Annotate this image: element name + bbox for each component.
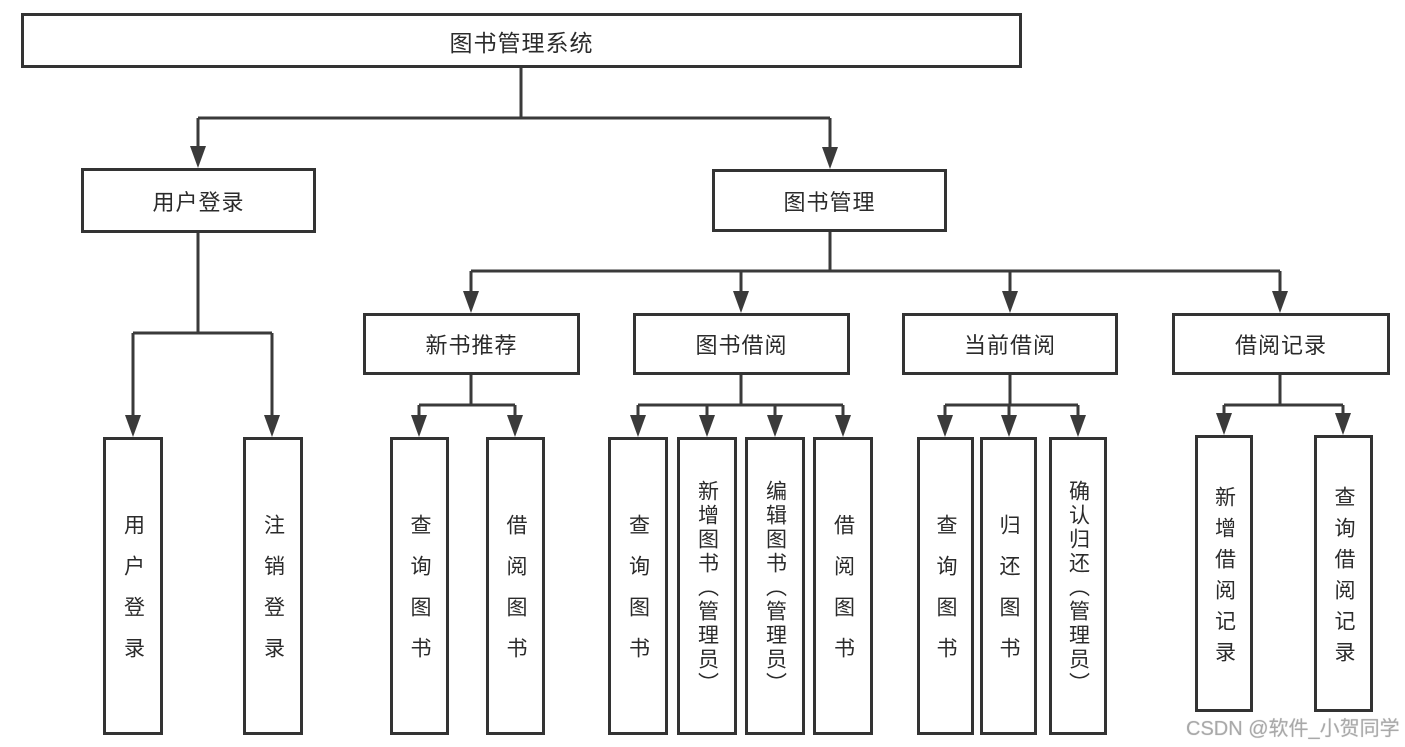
leaf-borrow-books: 借阅图书 bbox=[813, 437, 873, 735]
node-library-management-system: 图书管理系统 bbox=[21, 13, 1022, 68]
leaf-user-login: 用户登录 bbox=[103, 437, 163, 735]
leaf-return-books: 归还图书 bbox=[980, 437, 1037, 735]
csdn-watermark: CSDN @软件_小贺同学 bbox=[1186, 718, 1400, 740]
node-user-login: 用户登录 bbox=[81, 168, 316, 233]
leaf-edit-books-admin: 编辑图书（管理员） bbox=[745, 437, 805, 735]
leaf-query-books-borrow: 查询图书 bbox=[608, 437, 668, 735]
leaf-add-books-admin: 新增图书（管理员） bbox=[677, 437, 737, 735]
node-current-borrowing: 当前借阅 bbox=[902, 313, 1118, 375]
leaf-confirm-return-admin: 确认归还（管理员） bbox=[1049, 437, 1107, 735]
node-borrowing-records: 借阅记录 bbox=[1172, 313, 1390, 375]
leaf-logout: 注销登录 bbox=[243, 437, 303, 735]
node-new-book-recommendation: 新书推荐 bbox=[363, 313, 580, 375]
leaf-query-books-current: 查询图书 bbox=[917, 437, 974, 735]
node-book-borrowing: 图书借阅 bbox=[633, 313, 850, 375]
leaf-query-books-recommend: 查询图书 bbox=[390, 437, 449, 735]
leaf-query-borrow-record: 查询借阅记录 bbox=[1314, 435, 1373, 712]
leaf-add-borrow-record: 新增借阅记录 bbox=[1195, 435, 1253, 712]
leaf-borrow-books-recommend: 借阅图书 bbox=[486, 437, 545, 735]
node-book-management: 图书管理 bbox=[712, 169, 947, 232]
